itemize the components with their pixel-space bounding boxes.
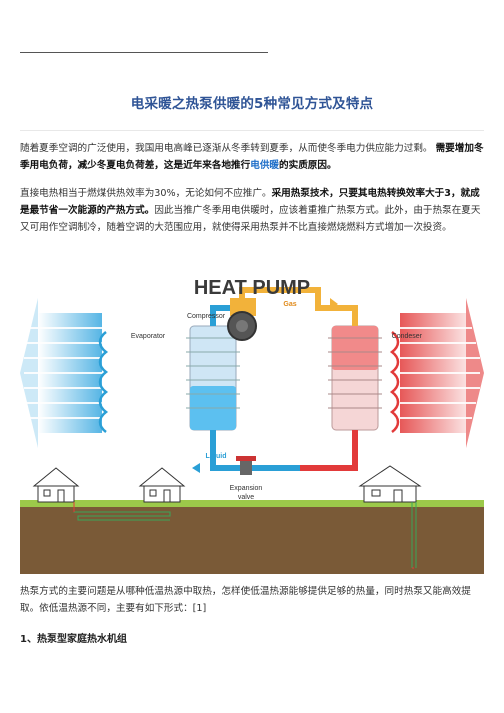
- condenser-label: Condeser: [392, 333, 423, 340]
- intro-sentence-3: 的实质原因。: [279, 160, 337, 171]
- intro-sentence-1: 随着夏季空调的广泛使用，我国用电高峰已逐渐从冬季转到夏季，从而使冬季电力供应能力…: [20, 143, 433, 154]
- intro-sentence-2: 需要增加冬季用电负荷，减少冬夏电负荷差，这是近年来各地推行: [20, 143, 484, 171]
- expansion-valve-label-1: Expansion: [230, 485, 263, 492]
- house-right: [358, 465, 422, 503]
- efficiency-sentence-2: 采用热泵技术，只要其电热转换效率大于3，就成是最节省一次能源的产热方式。: [20, 188, 480, 216]
- liquid-label: Liquid: [206, 453, 227, 460]
- ground: [20, 504, 484, 574]
- house-left: [32, 467, 80, 503]
- gas-label: Gas: [283, 301, 296, 308]
- flow-arrow-liquid: [192, 463, 200, 473]
- evaporator-coil: [98, 331, 109, 433]
- compressor-body: [230, 298, 256, 316]
- heat-pump-diagram: HEAT PUMP Compressor Gas Evaporator Cond…: [20, 277, 484, 574]
- cold-air-arrow: [20, 298, 106, 448]
- efficiency-sentence-3: 因此当推广冬季用电供暖时，应该着重推广热泵方式。此外，由于热泵在夏天又可用作空调…: [20, 205, 481, 233]
- title-rule: [20, 130, 484, 131]
- evaporator-label: Evaporator: [131, 333, 166, 340]
- ground-loop-right: [411, 502, 417, 568]
- compressor-label: Compressor: [187, 313, 226, 320]
- house-middle: [138, 467, 186, 503]
- grass-strip: [20, 500, 484, 507]
- page-title: 电采暖之热泵供暖的5种常见方式及特点: [130, 96, 374, 112]
- condenser-coil: [389, 331, 400, 433]
- electric-heating-link[interactable]: 电供暖: [250, 160, 280, 171]
- source-paragraph: 热泵方式的主要问题是从哪种低温热源中取热，怎样使低温热源能够提供足够的热量，同时…: [20, 586, 471, 614]
- top-rule: [20, 52, 268, 53]
- liquid-pipe: [210, 430, 358, 471]
- intro-paragraph: 随着夏季空调的广泛使用，我国用电高峰已逐渐从冬季转到夏季，从而使冬季电力供应能力…: [20, 140, 484, 174]
- expansion-valve: [236, 456, 256, 475]
- efficiency-paragraph: 直接电热相当于燃煤供热效率为30%，无论如何不应推广。采用热泵技术，只要其电热转…: [20, 185, 484, 236]
- flow-arrow-gas: [330, 298, 338, 310]
- section-heading-1: 1、热泵型家庭热水机组: [20, 634, 127, 645]
- diagram-title: HEAT PUMP: [194, 277, 310, 299]
- hot-air-arrow: [392, 298, 484, 448]
- efficiency-sentence-1: 直接电热相当于燃煤供热效率为30%，无论如何不应推广。: [20, 188, 272, 199]
- expansion-valve-label-2: valve: [238, 494, 254, 501]
